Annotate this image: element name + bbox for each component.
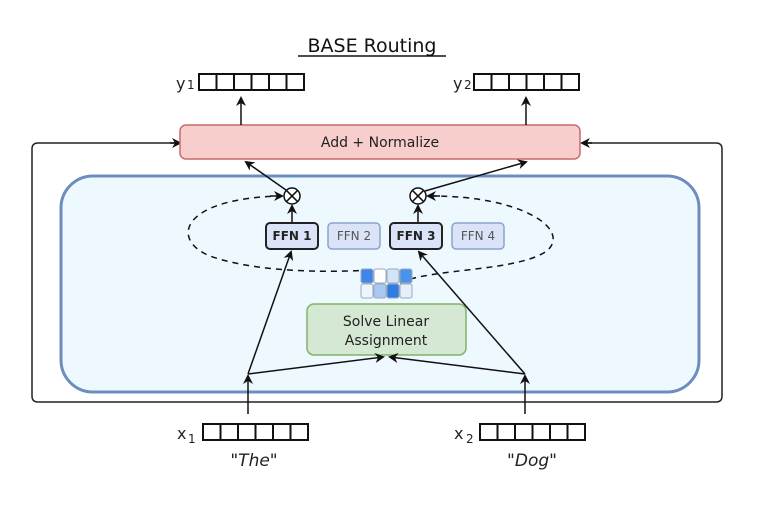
input-token: "The" [230,451,277,471]
expert-label: FFN 1 [273,229,312,243]
matrix-cell [399,283,413,299]
routing-dashed-path-left [187,195,373,273]
matrix-cell [399,268,413,284]
vector-cell [272,423,292,441]
vector-cell [496,423,516,441]
output-subscript: 2 [464,78,472,92]
assignment-matrix [360,268,413,299]
multiply-node-2 [409,187,427,205]
solve-linear-assignment-box [306,303,467,356]
vector-cell [525,73,545,91]
output-y2: y 2 [453,73,580,93]
expert-ffn-1: FFN 1 [265,222,319,250]
arrow-x2-to-ffn3 [417,250,526,375]
matrix-cell [373,268,387,284]
arrow-x1-to-solver [247,353,385,375]
output-var: y [453,74,462,93]
input-var: x [454,424,463,443]
vector-cell [268,73,288,91]
vector-cell [254,423,274,441]
arrow-mul2-to-addnorm [424,159,528,192]
add-normalize-box [179,124,581,160]
vector-cell [473,73,493,91]
vector-cell [508,73,528,91]
arrow-mul1-to-addnorm [244,160,287,191]
input-vector [202,423,309,441]
vector-cell [198,73,218,91]
vector-cell [566,423,586,441]
output-y1: y 1 [176,73,305,93]
input-x1: x 1 "The" [177,423,309,471]
output-vector [198,73,305,91]
input-subscript: 1 [188,432,196,446]
expert-ffn-4: FFN 4 [451,222,505,250]
output-subscript: 1 [187,78,195,92]
input-vector [479,423,586,441]
expert-row: FFN 1 FFN 2 FFN 3 FFN 4 [265,222,505,250]
vector-cell [237,423,257,441]
matrix-cell [373,283,387,299]
input-token: "Dog" [507,451,557,471]
vector-cell [250,73,270,91]
vector-cell [202,423,222,441]
input-x2: x 2 "Dog" [454,423,586,471]
expert-label: FFN 2 [337,229,371,243]
diagram-title: BASE Routing [308,35,437,57]
output-vector [473,73,580,91]
arrow-x1-to-ffn1 [247,250,294,375]
add-normalize-label: Add + Normalize [321,135,439,151]
vector-cell [233,73,253,91]
vector-cell [531,423,551,441]
multiply-node-1 [283,187,301,205]
expert-label: FFN 4 [461,229,495,243]
output-var: y [176,74,185,93]
vector-cell [215,73,235,91]
expert-ffn-2: FFN 2 [327,222,381,250]
vector-cell [560,73,580,91]
residual-connection [31,142,723,403]
vector-cell [289,423,309,441]
input-var: x [177,424,186,443]
vector-cell [219,423,239,441]
routing-dashed-path-right [399,195,554,284]
arrow-x2-to-solver [388,353,526,375]
solver-label-line1: Solve Linear [343,314,429,330]
expert-ffn-3: FFN 3 [389,222,443,250]
matrix-cell [386,268,400,284]
matrix-cell [386,283,400,299]
vector-cell [479,423,499,441]
input-subscript: 2 [466,432,474,446]
solver-label-line2: Assignment [345,333,428,349]
expert-label: FFN 3 [397,229,436,243]
vector-cell [514,423,534,441]
matrix-cell [360,283,374,299]
vector-cell [543,73,563,91]
matrix-cell [360,268,374,284]
vector-cell [549,423,569,441]
vector-cell [490,73,510,91]
vector-cell [285,73,305,91]
